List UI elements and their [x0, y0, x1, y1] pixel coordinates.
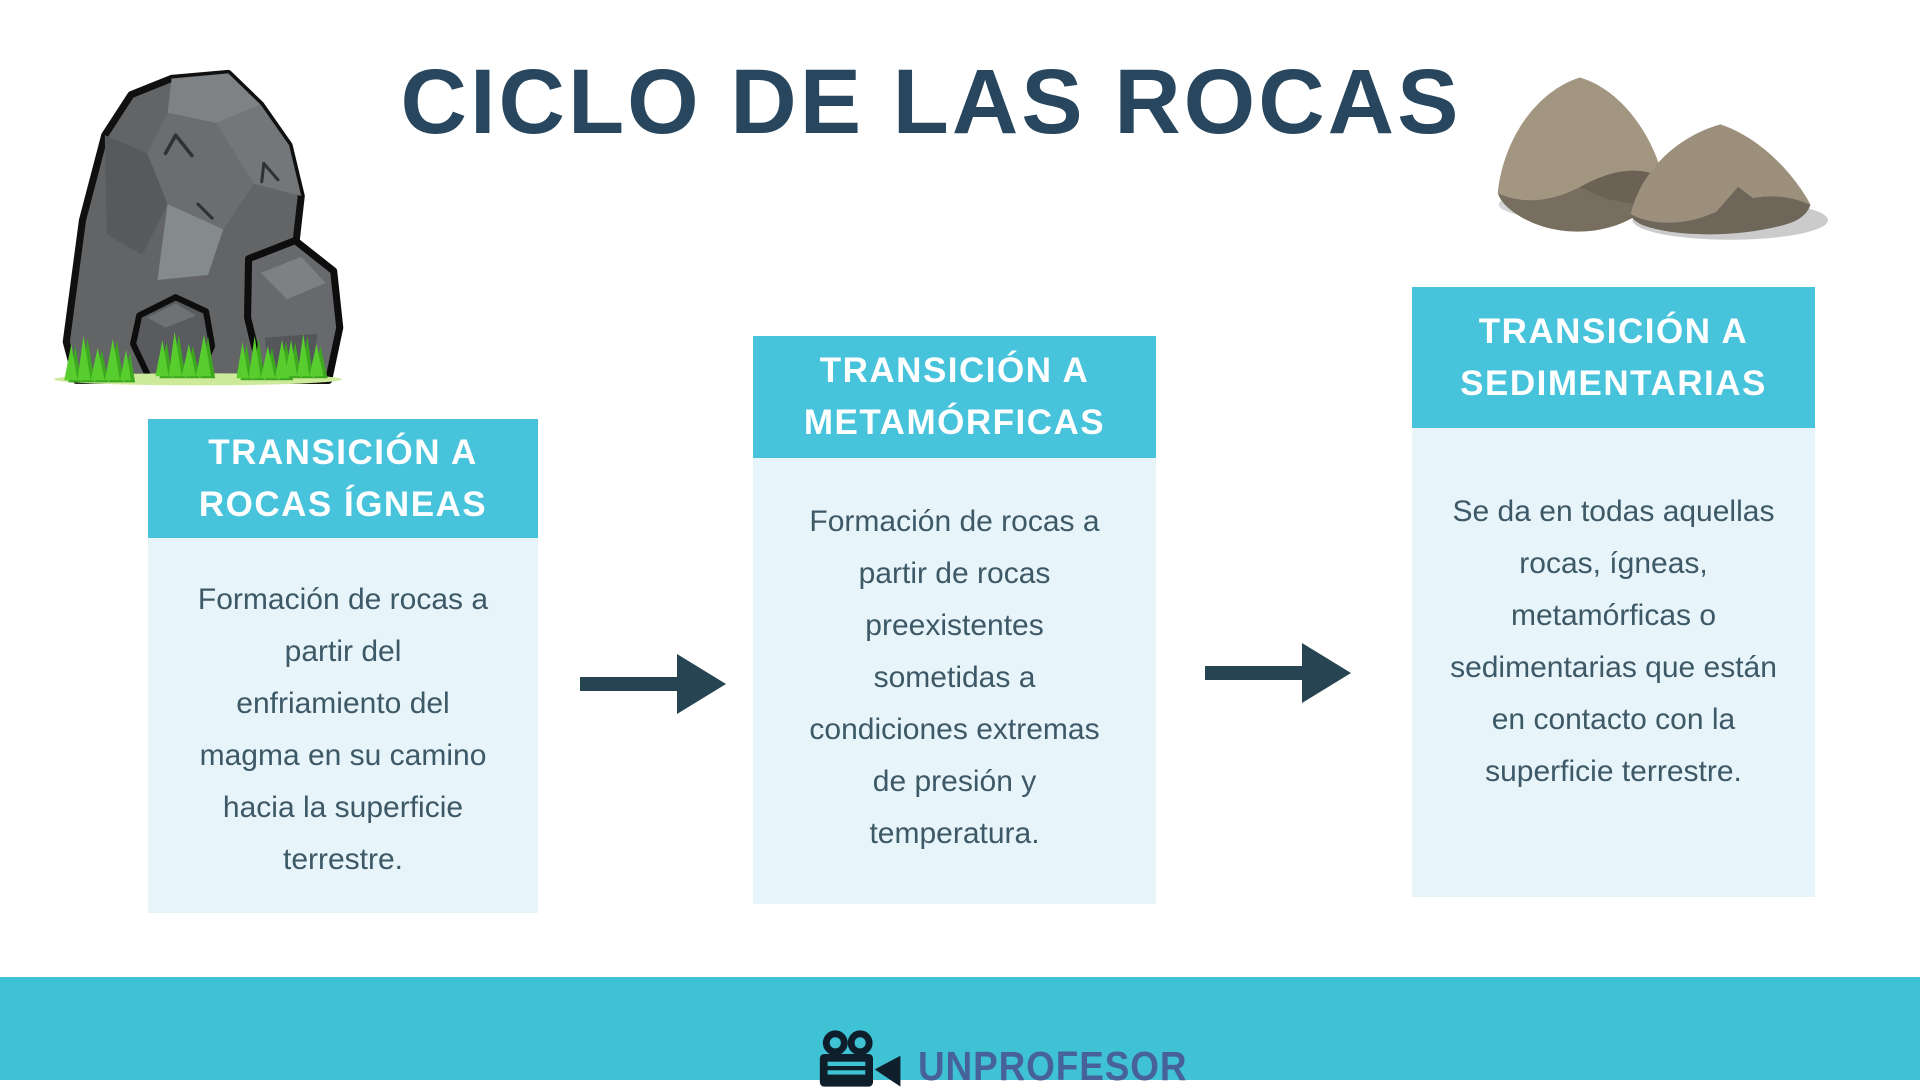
- stones-icon: [1497, 77, 1828, 240]
- card-body: Se da en todas aquellas rocas, ígneas, m…: [1412, 428, 1815, 897]
- footer-bar: [0, 977, 1920, 1080]
- brand-logo-text: UNPROFESOR: [918, 1043, 1188, 1089]
- card-body: Formación de rocas a partir de rocas pre…: [753, 458, 1156, 904]
- card-transicion-sedimentarias: TRANSICIÓN A SEDIMENTARIAS Se da en toda…: [1412, 287, 1815, 897]
- right-arrow-icon: [580, 654, 726, 714]
- video-camera-icon: [819, 1030, 901, 1087]
- page-title: CICLO DE LAS ROCAS: [400, 51, 1462, 153]
- card-transicion-metamorficas: TRANSICIÓN A METAMÓRFICAS Formación de r…: [753, 336, 1156, 904]
- brand-logo: UNPROFESOR: [818, 1030, 1217, 1090]
- right-arrow-icon: [1205, 643, 1351, 703]
- card-header: TRANSICIÓN A SEDIMENTARIAS: [1412, 287, 1815, 428]
- card-transicion-igneas: TRANSICIÓN A ROCAS ÍGNEAS Formación de r…: [148, 419, 538, 913]
- card-header: TRANSICIÓN A ROCAS ÍGNEAS: [148, 419, 538, 538]
- card-header: TRANSICIÓN A METAMÓRFICAS: [753, 336, 1156, 458]
- card-body: Formación de rocas a partir del enfriami…: [148, 538, 538, 913]
- boulder-grass-icon: [54, 69, 344, 386]
